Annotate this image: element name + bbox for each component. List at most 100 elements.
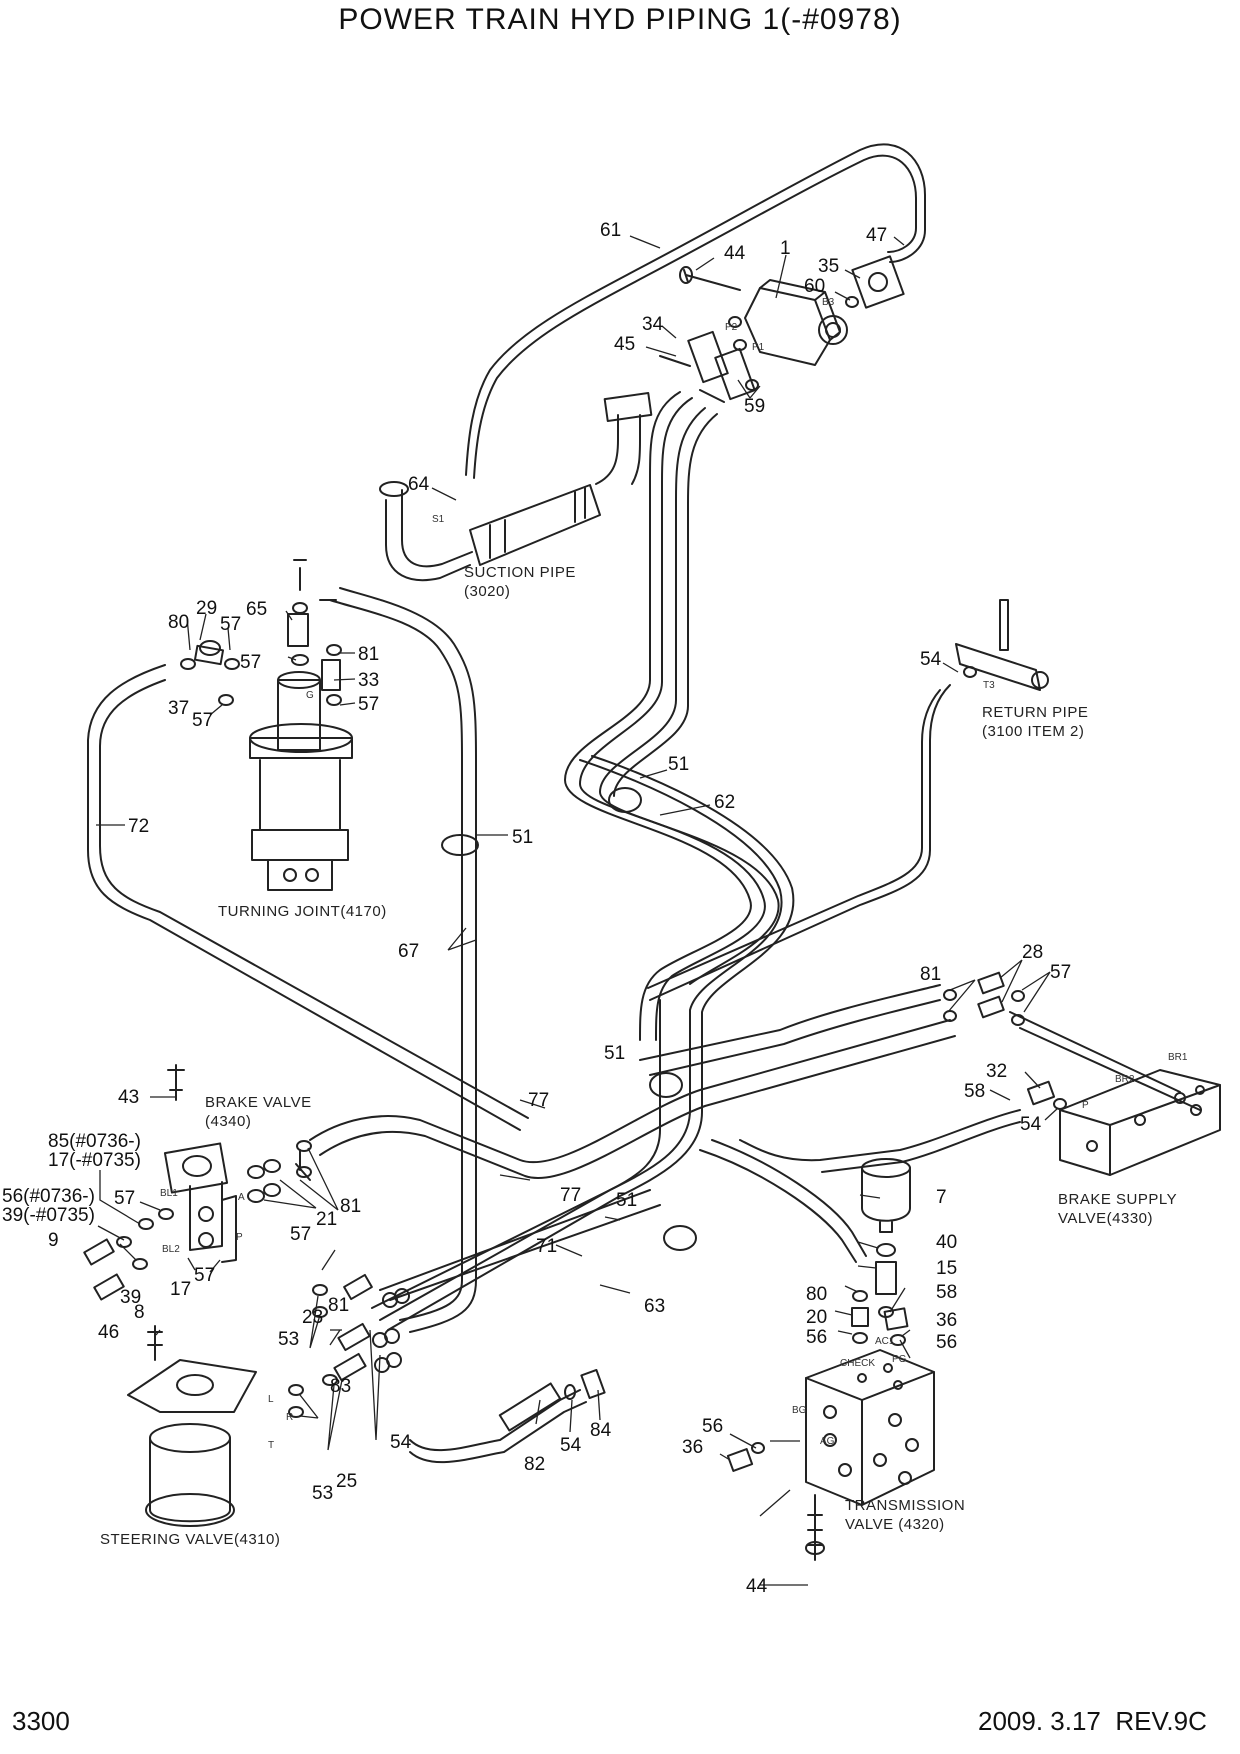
callout-57-d: 57 [192,710,213,731]
callout-47: 47 [866,225,887,246]
pipe-71 [379,1189,661,1301]
port-t3: T3 [983,680,995,691]
port-p1: P1 [752,342,765,353]
port-br2: BR2 [1115,1074,1135,1085]
callout-25: 25 [336,1471,357,1492]
brake-valve-number: (4340) [205,1113,251,1130]
brake-supply-valve-number: VALVE(4330) [1058,1210,1153,1227]
revision-date: 2009. 3.17 REV.9C [978,1706,1207,1736]
port-g: G [306,690,314,701]
callout-20: 20 [806,1307,827,1328]
callout-71: 71 [536,1236,557,1257]
callout-60: 60 [804,276,825,297]
callout-57-g: 57 [194,1265,215,1286]
callout-36-trans: 36 [682,1437,703,1458]
callout-39: 39 [120,1287,141,1308]
callout-44-top: 44 [724,243,746,264]
callout-45: 45 [614,334,635,355]
callout-85: 85(#0736-) [48,1131,141,1152]
callout-72: 72 [128,816,149,837]
callout-51-b: 51 [512,827,533,848]
callout-57-e: 57 [1050,962,1071,983]
brake-supply-valve-label: BRAKE SUPPLY [1058,1191,1177,1208]
callout-53-a: 53 [278,1329,299,1350]
gear-pump [744,287,831,366]
steering-valve-label: STEERING VALVE(4310) [100,1531,280,1548]
callout-81-top: 81 [358,644,379,665]
suction-pipe-open-end [379,481,409,497]
port-b3: B3 [822,297,835,308]
callout-1: 1 [780,238,791,259]
callout-84: 84 [590,1420,612,1441]
port-l: L [268,1394,274,1405]
callout-56-left: 56 [806,1327,827,1348]
callout-58-bottom: 58 [936,1282,957,1303]
callout-43: 43 [118,1087,139,1108]
callout-17: 17 [170,1279,191,1300]
callout-32: 32 [986,1061,1007,1082]
clamp-51c [649,1072,683,1098]
callout-57-f: 57 [114,1188,135,1209]
port-p2: P2 [725,322,738,333]
callout-53-b: 53 [312,1483,333,1504]
callout-44-bottom: 44 [746,1576,768,1597]
clamp-51d [663,1225,697,1251]
callout-46: 46 [98,1322,119,1343]
callout-7: 7 [936,1187,947,1208]
port-p-brake: P [236,1232,243,1243]
pipe-pressure-2 [599,407,780,985]
callout-33: 33 [358,670,379,691]
callout-77-b: 77 [560,1185,581,1206]
callout-81-steer: 81 [328,1295,349,1316]
accumulator [861,1158,911,1233]
callout-51-c: 51 [604,1043,625,1064]
callout-82: 82 [524,1454,545,1475]
port-r: R [286,1412,293,1423]
callout-65: 65 [246,599,267,620]
callout-15: 15 [936,1258,957,1279]
port-bl2: BL2 [162,1244,180,1255]
callout-37: 37 [168,698,189,719]
suction-pipe-label: SUCTION PIPE [464,564,576,581]
suction-pipe [385,499,471,582]
pipe-72 [87,664,521,1131]
port-bl1: BL1 [160,1188,178,1199]
transmission-valve-label: TRANSMISSION [845,1497,965,1514]
pipe-62 [379,759,783,1321]
callout-54-return: 54 [920,649,942,670]
callout-39-note: 39(-#0735) [2,1205,95,1226]
callout-80-top: 80 [168,612,189,633]
callout-57-h: 57 [290,1224,311,1245]
port-t: T [268,1440,274,1451]
steering-valve [127,1359,257,1527]
clamp-51a [608,787,642,813]
callout-56-note: 56(#0736-) [2,1186,95,1207]
transmission-valve-number: VALVE (4320) [845,1516,945,1533]
callout-83: 83 [330,1376,351,1397]
callout-57-c: 57 [358,694,379,715]
callout-77-a: 77 [528,1090,549,1111]
suction-flange [603,392,653,422]
callout-54-steer: 54 [390,1432,412,1453]
callout-81-brake: 81 [340,1196,361,1217]
callout-58-right: 58 [964,1081,985,1102]
turning-joint [249,671,353,891]
pipe-67 [329,599,463,1321]
port-ac1: AC1 [875,1336,895,1347]
clamp-51b [441,834,479,856]
port-s1: S1 [432,514,445,525]
callout-80-bottom: 80 [806,1284,827,1305]
pump-flange-b3 [851,255,905,309]
callout-29: 29 [196,598,217,619]
callout-28: 28 [1022,942,1043,963]
callout-40: 40 [936,1232,957,1253]
pipe-77 [309,1019,951,1164]
callout-23: 23 [302,1307,323,1328]
transmission-valve [805,1349,935,1506]
callout-9: 9 [48,1230,59,1251]
port-a: A [238,1192,245,1203]
callout-61: 61 [600,220,621,241]
return-pipe-label: RETURN PIPE [982,704,1088,721]
